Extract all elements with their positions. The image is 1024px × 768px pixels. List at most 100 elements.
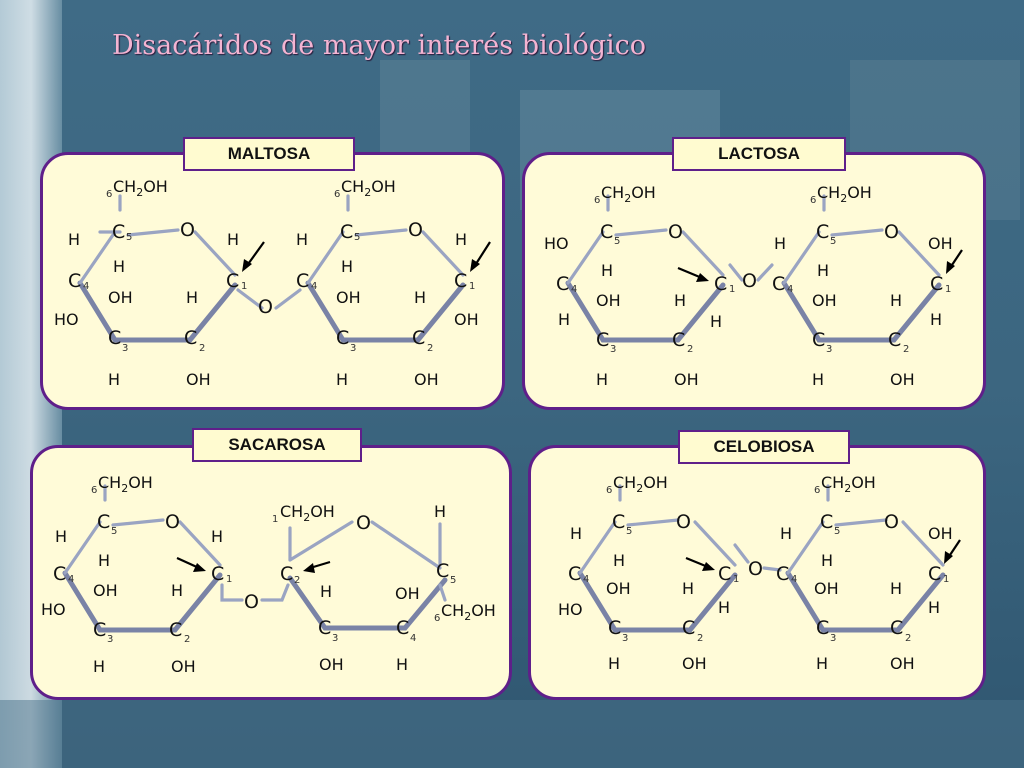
carbon-3: C <box>596 329 609 351</box>
hydroxyl: OH <box>454 310 479 329</box>
glucose-ring: 6 CH2OH C 5 O H H H C 4 C 1 OH H HO C 3 … <box>41 473 232 676</box>
arrow-icon <box>677 266 703 280</box>
hydrogen: H <box>55 527 67 546</box>
hydroxyl: OH <box>336 288 361 307</box>
sacarosa-label: SACAROSA <box>192 428 362 462</box>
carbon-5: C <box>97 511 110 533</box>
glucose-ring: 6 CH2OH C 5 O H H OH C 4 C 1 OH H H C 3 … <box>772 183 963 389</box>
c2-index: 2 <box>294 575 300 586</box>
carbon-1: C <box>930 273 943 295</box>
hydroxyl: OH <box>928 234 953 253</box>
c1-index: 1 <box>945 284 951 295</box>
c5-index: 5 <box>626 526 632 537</box>
c4-index: 4 <box>787 284 793 295</box>
carbon-5: C <box>816 221 829 243</box>
lactosa-panel <box>522 152 986 410</box>
hydroxyl: OH <box>890 654 915 673</box>
glycosidic-oxygen: O <box>748 558 763 580</box>
hydrogen: H <box>558 310 570 329</box>
hydrogen: H <box>674 291 686 310</box>
hydroxyl: OH <box>395 584 420 603</box>
c1-index: 1 <box>226 574 232 585</box>
hydrogen: H <box>341 257 353 276</box>
carbon-2: C <box>888 329 901 351</box>
c2-index: 2 <box>905 633 911 644</box>
c5-index: 5 <box>450 575 456 586</box>
hydrogen: H <box>570 524 582 543</box>
c4-index: 4 <box>791 574 797 585</box>
hydrogen: H <box>613 551 625 570</box>
arrow-icon <box>176 556 200 570</box>
c6-index: 6 <box>334 189 340 200</box>
hydroxyl: OH <box>186 370 211 389</box>
hydroxyl: HO <box>41 600 66 619</box>
c6-index: 6 <box>106 189 112 200</box>
ch2oh-group: CH2OH <box>817 183 872 205</box>
hydrogen: H <box>601 261 613 280</box>
hydrogen: H <box>710 312 722 331</box>
hydrogen: H <box>812 370 824 389</box>
arrowhead-icon <box>303 563 315 573</box>
arrowhead-icon <box>702 562 715 571</box>
carbon-4: C <box>68 270 81 292</box>
hydrogen: H <box>682 579 694 598</box>
hydroxyl: OH <box>682 654 707 673</box>
glucose-ring-2: 6 CH2OH C 5 O H H OH C 4 C 1 OH H H C 3 … <box>776 473 961 673</box>
hydrogen: H <box>816 654 828 673</box>
glucose-ring-1: 6 CH2OH C 5 O H H H C 4 C 1 OH H HO C 3 … <box>54 177 265 389</box>
carbon-3: C <box>336 327 349 349</box>
carbon-4: C <box>556 273 569 295</box>
c6-index: 6 <box>594 195 600 206</box>
carbon-3: C <box>108 327 121 349</box>
c3-index: 3 <box>350 343 356 354</box>
hydrogen: H <box>596 370 608 389</box>
c1-index: 1 <box>241 281 247 292</box>
c4-index: 4 <box>410 633 416 644</box>
carbon-2: C <box>412 327 425 349</box>
carbon-4: C <box>568 563 581 585</box>
c3-index: 3 <box>332 633 338 644</box>
lactosa-label: LACTOSA <box>672 137 846 171</box>
carbon-5: C <box>820 511 833 533</box>
carbon-5: C <box>600 221 613 243</box>
maltosa-panel <box>40 152 505 410</box>
c2-index: 2 <box>427 343 433 354</box>
arrowhead-icon <box>944 551 953 564</box>
hydrogen: H <box>890 291 902 310</box>
hydroxyl: OH <box>171 657 196 676</box>
c3-index: 3 <box>122 343 128 354</box>
ring-oxygen: O <box>884 221 899 243</box>
glucose-ring-2: 6 CH2OH C 5 O H H H C 4 C 1 OH H OH C 3 … <box>296 177 491 389</box>
c4-index: 4 <box>83 281 89 292</box>
ring-oxygen: O <box>884 511 899 533</box>
c6-index: 6 <box>606 485 612 496</box>
ring-oxygen: O <box>408 219 423 241</box>
carbon-2: C <box>672 329 685 351</box>
arrowhead-icon <box>242 259 252 272</box>
ch2oh-group: CH2OH <box>441 601 496 623</box>
hydroxyl: OH <box>606 579 631 598</box>
c2-index: 2 <box>687 344 693 355</box>
ch2oh-group: CH2OH <box>98 473 153 495</box>
hydroxyl: OH <box>319 655 344 674</box>
carbon-1: C <box>211 563 224 585</box>
ring-oxygen: O <box>668 221 683 243</box>
carbon-3: C <box>812 329 825 351</box>
c2-index: 2 <box>697 633 703 644</box>
c1-index: 1 <box>469 281 475 292</box>
carbon-2: C <box>890 617 903 639</box>
galactose-ring: 6 CH2OH C 5 O HO H C 4 C 1 OH H H H C 3 … <box>544 183 735 389</box>
hydrogen: H <box>928 598 940 617</box>
hydrogen: H <box>414 288 426 307</box>
glycosidic-oxygen: O <box>742 270 757 292</box>
carbon-1: C <box>928 563 941 585</box>
carbon-3: C <box>93 619 106 641</box>
arrowhead-icon <box>696 273 709 282</box>
hydrogen: H <box>296 230 308 249</box>
c2-index: 2 <box>184 634 190 645</box>
c1-index: 1 <box>733 574 739 585</box>
c3-index: 3 <box>107 634 113 645</box>
ch2oh-group: CH2OH <box>821 473 876 495</box>
hydrogen: H <box>113 257 125 276</box>
